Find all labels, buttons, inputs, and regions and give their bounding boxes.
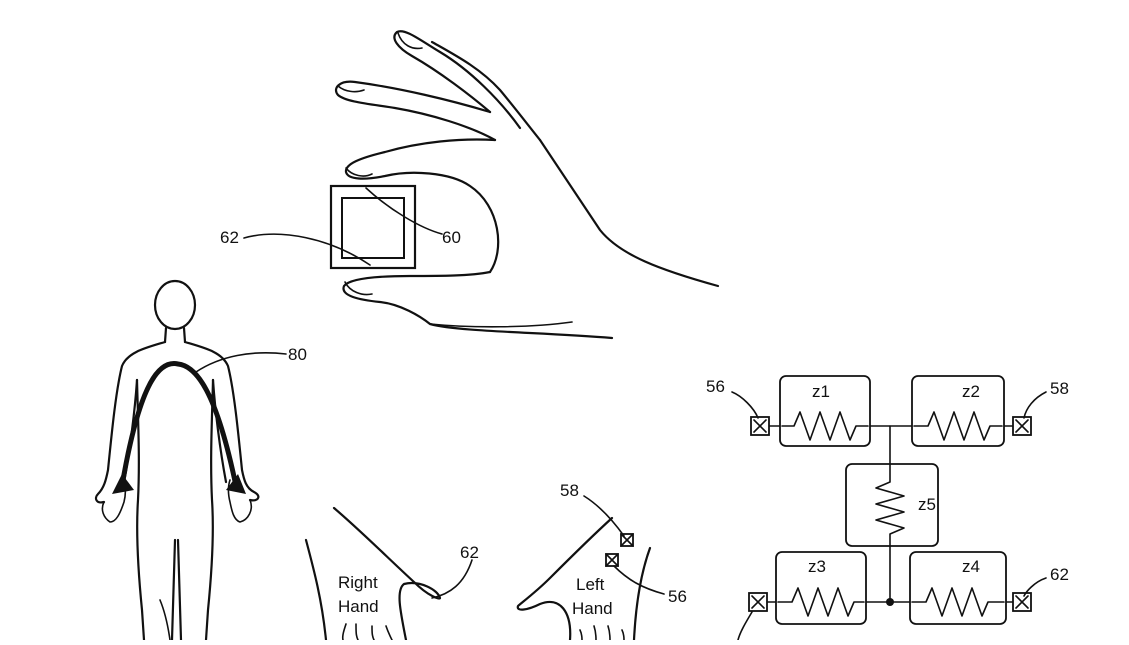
impedance-z3-box — [775, 551, 867, 625]
left-hand-label-line2: Hand — [572, 599, 613, 618]
impedance-z2-box — [911, 375, 1005, 447]
left-hand-label-line1: Left — [576, 575, 605, 594]
ref-58-palm: 58 — [560, 481, 579, 500]
impedance-z1-box — [779, 375, 871, 447]
ref-80: 80 — [288, 345, 307, 364]
ref-56-palm: 56 — [668, 587, 687, 606]
label-z4: z4 — [962, 557, 980, 576]
right-hand-label-line2: Hand — [338, 597, 379, 616]
ref-62-hand: 62 — [220, 228, 239, 247]
label-z2: z2 — [962, 382, 980, 401]
ref-62-circuit: 62 — [1050, 565, 1069, 584]
right-hand-label-line1: Right — [338, 573, 378, 592]
label-z1: z1 — [812, 382, 830, 401]
human-figure — [94, 279, 287, 642]
impedance-z5-box — [845, 463, 939, 547]
left-hand-palm — [516, 495, 665, 642]
hand-holding-device — [243, 30, 720, 340]
impedance-circuit — [731, 375, 1047, 641]
ref-60: 60 — [442, 228, 461, 247]
ref-58-circuit: 58 — [1050, 379, 1069, 398]
impedance-z4-box — [909, 551, 1007, 625]
label-z5: z5 — [918, 495, 936, 514]
label-z3: z3 — [808, 557, 826, 576]
right-hand-palm — [304, 506, 473, 642]
ref-62-palm: 62 — [460, 543, 479, 562]
ref-56-circuit: 56 — [706, 377, 725, 396]
